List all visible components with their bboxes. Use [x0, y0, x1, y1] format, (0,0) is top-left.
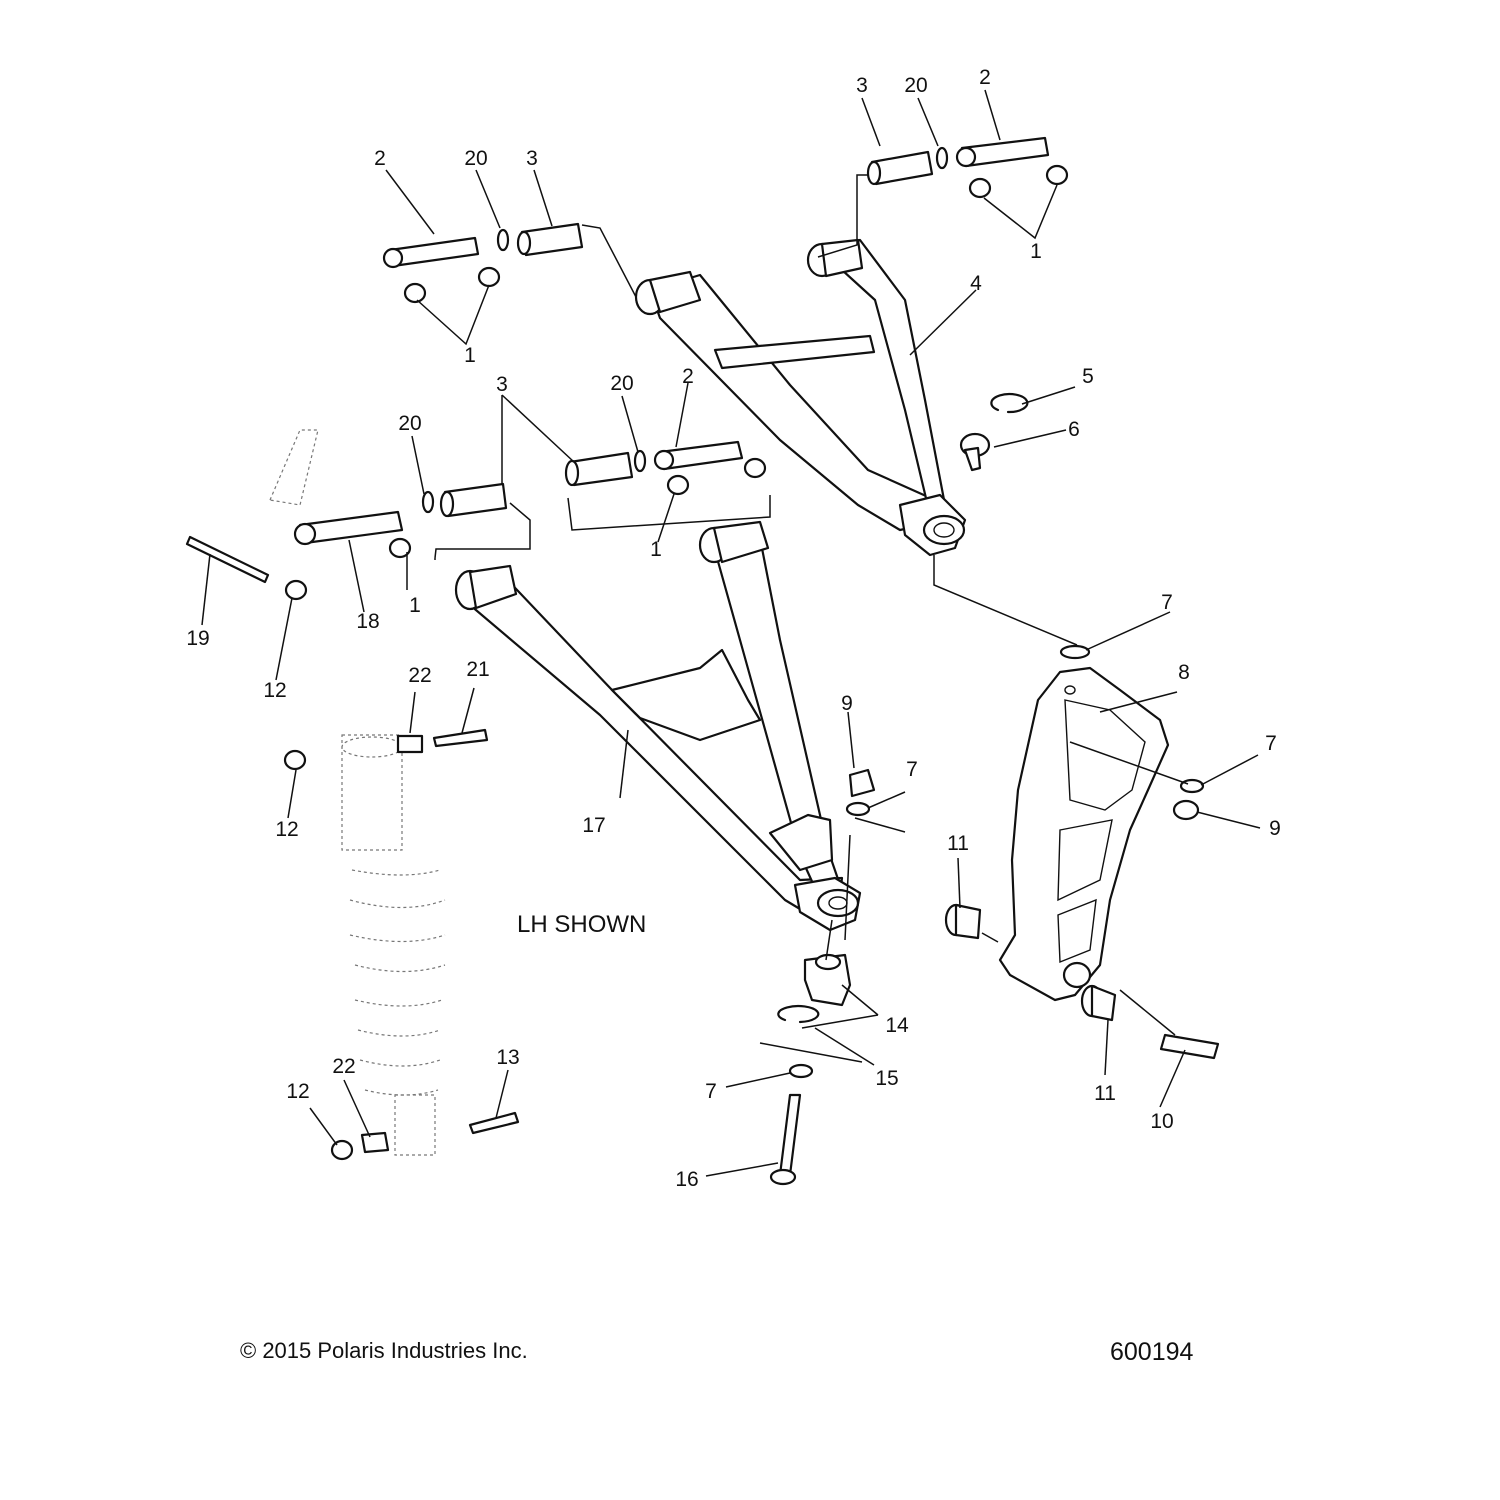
spacer-22b [360, 1131, 390, 1154]
washer-20a [496, 228, 510, 252]
bushing-11a [944, 903, 982, 940]
callout-7: 7 [1161, 591, 1173, 614]
nut-1f [743, 457, 767, 479]
pivot-bolt-18 [293, 510, 404, 546]
bushing-3b [866, 150, 934, 186]
washer-20d [421, 490, 435, 514]
shock-absorber [341, 734, 446, 1156]
ball-joint-14 [803, 953, 852, 1007]
washer-20b [935, 146, 949, 170]
callout-20: 20 [398, 412, 421, 435]
callout-4: 4 [970, 272, 982, 295]
lower-a-arm [454, 520, 862, 932]
callout-13: 13 [496, 1046, 519, 1069]
nut-1g [388, 537, 412, 559]
upper-a-arm [634, 238, 967, 557]
callout-3: 3 [496, 373, 508, 396]
callout-22: 22 [332, 1055, 355, 1078]
nut-9a [848, 768, 876, 798]
callout-9: 9 [1269, 817, 1281, 840]
washer-7d [788, 1063, 814, 1079]
lh-shown-note: LH SHOWN [517, 911, 646, 938]
callout-3: 3 [526, 147, 538, 170]
bolt-19 [185, 535, 270, 584]
callout-16: 16 [675, 1168, 698, 1191]
nut-1b [477, 266, 501, 288]
bushing-3c [564, 451, 634, 487]
callout-20: 20 [610, 372, 633, 395]
callout-2: 2 [979, 66, 991, 89]
nut-12c [330, 1139, 354, 1161]
callout-7: 7 [705, 1080, 717, 1103]
callout-1: 1 [464, 344, 476, 367]
callout-17: 17 [582, 814, 605, 837]
callout-3: 3 [856, 74, 868, 97]
leader-lines [201, 89, 1261, 1177]
callouts: 2 20 3 1 3 20 2 1 4 5 6 3 20 2 20 1 1 19… [186, 66, 1281, 1191]
callout-12: 12 [275, 818, 298, 841]
callout-1: 1 [650, 538, 662, 561]
retaining-ring-5 [990, 392, 1029, 414]
callout-7: 7 [1265, 732, 1277, 755]
callout-1: 1 [1030, 240, 1042, 263]
callout-11: 11 [947, 832, 969, 855]
nut-9b [1172, 799, 1200, 821]
callout-11: 11 [1094, 1082, 1116, 1105]
callout-12: 12 [286, 1080, 309, 1103]
bushing-3a [516, 222, 584, 257]
nut-12a [284, 579, 308, 601]
pivot-bolt-2b [955, 136, 1050, 168]
retaining-ring-15 [777, 1004, 820, 1024]
callout-20: 20 [904, 74, 927, 97]
callout-9: 9 [841, 692, 853, 715]
pivot-bolt-2a [382, 236, 480, 269]
bolt-21 [432, 728, 489, 748]
bolt-16 [769, 1093, 802, 1186]
knuckle [998, 666, 1170, 1002]
pivot-bolt-2c [653, 440, 744, 471]
callout-20: 20 [464, 147, 487, 170]
shock-mount-ghost [269, 429, 319, 506]
washer-7a [1059, 644, 1091, 660]
nut-1c [968, 177, 992, 199]
callout-14: 14 [885, 1014, 909, 1037]
callout-22: 22 [408, 664, 431, 687]
washer-7b [1179, 778, 1205, 794]
washer-7c [845, 801, 871, 817]
callout-8: 8 [1178, 661, 1190, 684]
bushing-3d [439, 482, 508, 518]
callout-1: 1 [409, 594, 421, 617]
nut-1a [403, 282, 427, 304]
callout-18: 18 [356, 610, 379, 633]
nut-1e [666, 474, 690, 496]
callout-19: 19 [186, 627, 209, 650]
callout-10: 10 [1150, 1110, 1173, 1133]
bolt-13 [468, 1111, 520, 1135]
nut-1d [1045, 164, 1069, 186]
figure-number: 600194 [1110, 1338, 1194, 1366]
callout-2: 2 [682, 365, 694, 388]
callout-6: 6 [1068, 418, 1080, 441]
copyright-text: © 2015 Polaris Industries Inc. [240, 1338, 528, 1363]
bushing-11b [1080, 984, 1117, 1022]
ball-joint-6 [959, 432, 991, 472]
callout-7: 7 [906, 758, 918, 781]
bushing-10 [1159, 1033, 1220, 1060]
callout-5: 5 [1082, 365, 1094, 388]
callout-12: 12 [263, 679, 286, 702]
washer-20c [633, 449, 647, 473]
spacer-22a [396, 734, 424, 754]
nut-12b [283, 749, 307, 771]
callout-21: 21 [466, 658, 489, 681]
callout-2: 2 [374, 147, 386, 170]
callout-15: 15 [875, 1067, 898, 1090]
